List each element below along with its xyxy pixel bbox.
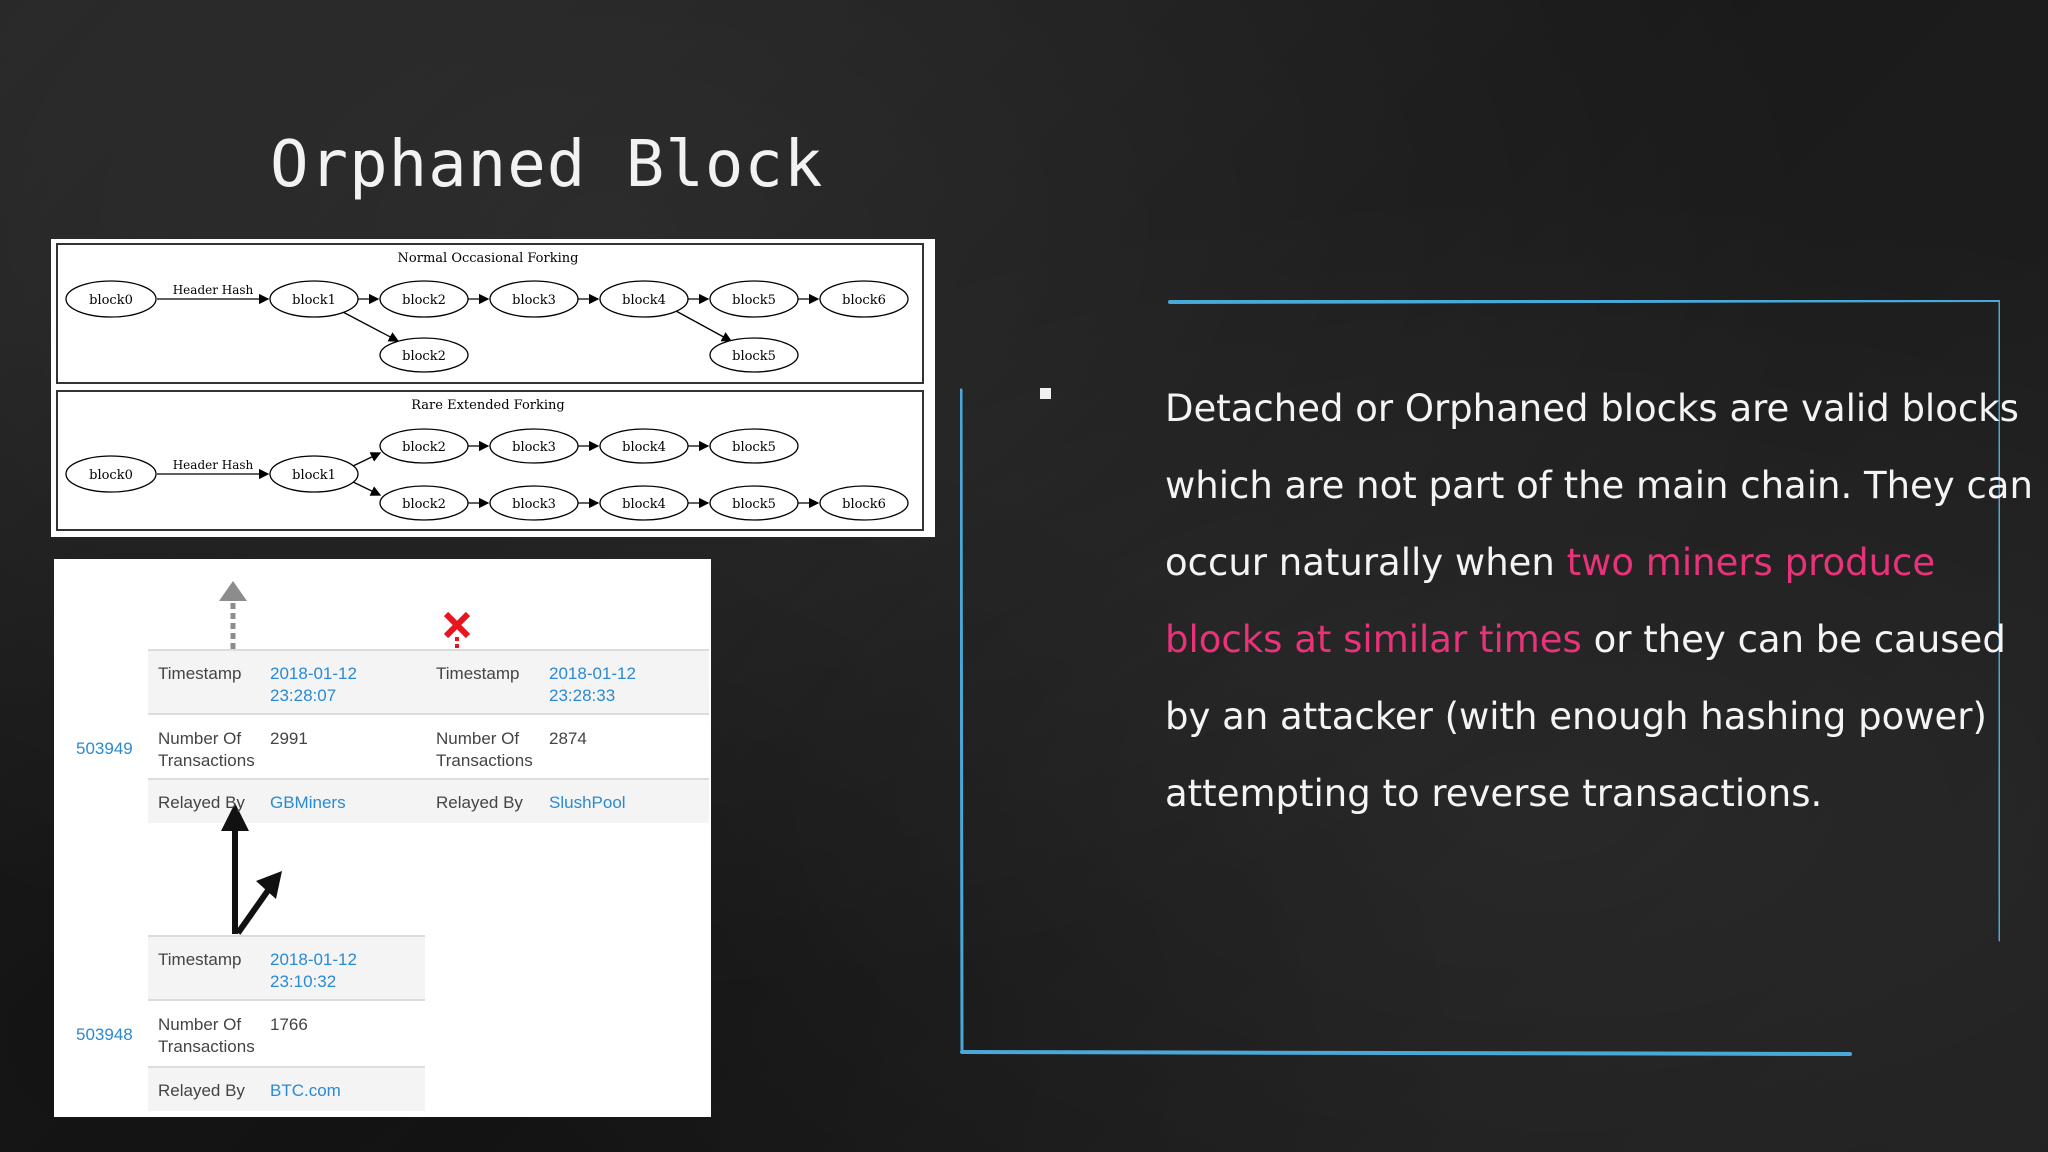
bullet-marker <box>1040 388 1051 399</box>
label-timestamp-c: Timestamp <box>158 950 241 969</box>
rare-node-block0: block0 <box>89 468 133 483</box>
label-numtx-a-1: Number Of <box>158 729 241 748</box>
timestamp-c-date-link[interactable]: 2018-01-12 <box>270 950 357 969</box>
forking-diagram: Normal Occasional Forking Header Hash bl… <box>51 239 935 537</box>
normal-edge-label: Header Hash <box>173 283 254 297</box>
rare-lower-block5: block5 <box>732 497 776 512</box>
block-details-panel: Timestamp Number Of Transactions Relayed… <box>54 559 711 1117</box>
timestamp-a-date-link[interactable]: 2018-01-12 <box>270 664 357 683</box>
timestamp-b-date-link[interactable]: 2018-01-12 <box>549 664 636 683</box>
label-numtx-b-2: Transactions <box>436 751 533 770</box>
rare-forking-frame <box>56 390 924 531</box>
normal-node-block0: block0 <box>89 293 133 308</box>
normal-node-block6: block6 <box>842 293 886 308</box>
rare-lower-block6: block6 <box>842 497 886 512</box>
label-timestamp-a: Timestamp <box>158 664 241 683</box>
rare-upper-block4: block4 <box>622 440 666 455</box>
tx-count-b: 2874 <box>549 729 587 748</box>
normal-node-block5: block5 <box>732 293 776 308</box>
relayer-slushpool-link[interactable]: SlushPool <box>549 793 626 812</box>
bullet-text-part2: or they can be caused by an attacker (wi… <box>1165 618 2006 815</box>
fork-arrow-icon <box>221 803 282 935</box>
rare-node-block1: block1 <box>292 468 336 483</box>
normal-node-block4: block4 <box>622 293 666 308</box>
normal-fork-block5: block5 <box>732 349 776 364</box>
rare-lower-block4: block4 <box>622 497 666 512</box>
timestamp-b-time-link[interactable]: 23:28:33 <box>549 686 615 705</box>
normal-fork-block2: block2 <box>402 349 446 364</box>
rare-lower-block3: block3 <box>512 497 556 512</box>
block-height-503948-link[interactable]: 503948 <box>76 1025 133 1044</box>
block-height-503949-link[interactable]: 503949 <box>76 739 133 758</box>
red-x-icon <box>443 611 471 649</box>
bullet-text-highlight: two miners produce blocks at similar tim… <box>1165 541 1936 661</box>
label-numtx-c-1: Number Of <box>158 1015 241 1034</box>
bullet-text-part1: Detached or Orphaned blocks are valid bl… <box>1165 387 2033 584</box>
up-arrow-icon <box>219 581 247 649</box>
relayer-btccom-link[interactable]: BTC.com <box>270 1081 341 1100</box>
tx-count-c: 1766 <box>270 1015 308 1034</box>
rare-forking-title: Rare Extended Forking <box>411 398 565 413</box>
bullet-text: Detached or Orphaned blocks are valid bl… <box>1165 370 2045 832</box>
normal-forking-title: Normal Occasional Forking <box>398 251 579 266</box>
normal-node-block2: block2 <box>402 293 446 308</box>
rare-lower-block2: block2 <box>402 497 446 512</box>
timestamp-a-time-link[interactable]: 23:28:07 <box>270 686 336 705</box>
slide-title: Orphaned Block <box>270 128 824 202</box>
label-relayed-c: Relayed By <box>158 1081 245 1100</box>
relayer-gbminers-link[interactable]: GBMiners <box>270 793 346 812</box>
normal-forking-frame <box>56 243 924 384</box>
timestamp-c-time-link[interactable]: 23:10:32 <box>270 972 336 991</box>
rare-edge-label: Header Hash <box>173 458 254 472</box>
label-relayed-a: Relayed By <box>158 793 245 812</box>
chalk-border <box>960 300 2000 1056</box>
normal-node-block1: block1 <box>292 293 336 308</box>
label-timestamp-b: Timestamp <box>436 664 519 683</box>
tx-count-a: 2991 <box>270 729 308 748</box>
label-numtx-c-2: Transactions <box>158 1037 255 1056</box>
label-numtx-a-2: Transactions <box>158 751 255 770</box>
rare-upper-block5: block5 <box>732 440 776 455</box>
rare-upper-block2: block2 <box>402 440 446 455</box>
label-numtx-b-1: Number Of <box>436 729 519 748</box>
normal-node-block3: block3 <box>512 293 556 308</box>
rare-upper-block3: block3 <box>512 440 556 455</box>
label-relayed-b: Relayed By <box>436 793 523 812</box>
description-box: Detached or Orphaned blocks are valid bl… <box>960 300 2033 1057</box>
